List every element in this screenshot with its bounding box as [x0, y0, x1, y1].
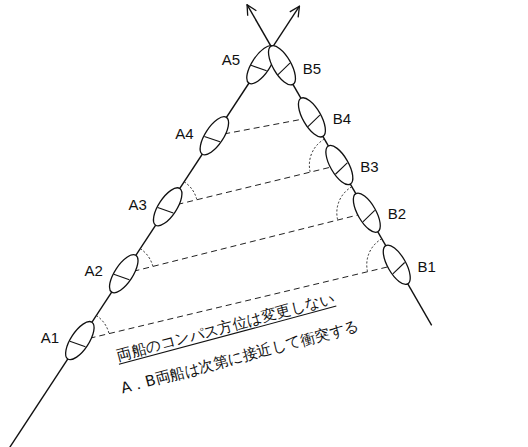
ship-b [263, 42, 301, 89]
ship-b [348, 189, 386, 236]
ship-label: A1 [41, 330, 59, 347]
bearing-line [214, 117, 312, 135]
ship-label: B5 [303, 61, 321, 78]
ship-b [293, 94, 331, 141]
ship-label: B3 [360, 159, 378, 176]
angle-arc [309, 139, 324, 172]
ship-label: B1 [418, 259, 436, 276]
course-line-b [247, 5, 432, 326]
angle-arc [96, 316, 109, 334]
angle-arc [140, 249, 153, 267]
ship-b [321, 141, 359, 188]
ship-b [378, 241, 416, 288]
ship-label: A2 [85, 263, 103, 280]
ship-a [195, 112, 234, 159]
ship-a [60, 317, 99, 364]
angle-arc [337, 187, 352, 220]
ship-label: A4 [175, 126, 193, 143]
ship-label: B4 [333, 111, 351, 128]
bearing-line [168, 165, 340, 207]
angle-arc [184, 182, 197, 200]
angle-arc [367, 239, 382, 272]
ship-label: B2 [388, 206, 406, 223]
ship-label: A5 [222, 52, 240, 69]
ship-a [148, 184, 187, 231]
ship-a [104, 250, 143, 297]
ship-label: A3 [129, 197, 147, 214]
